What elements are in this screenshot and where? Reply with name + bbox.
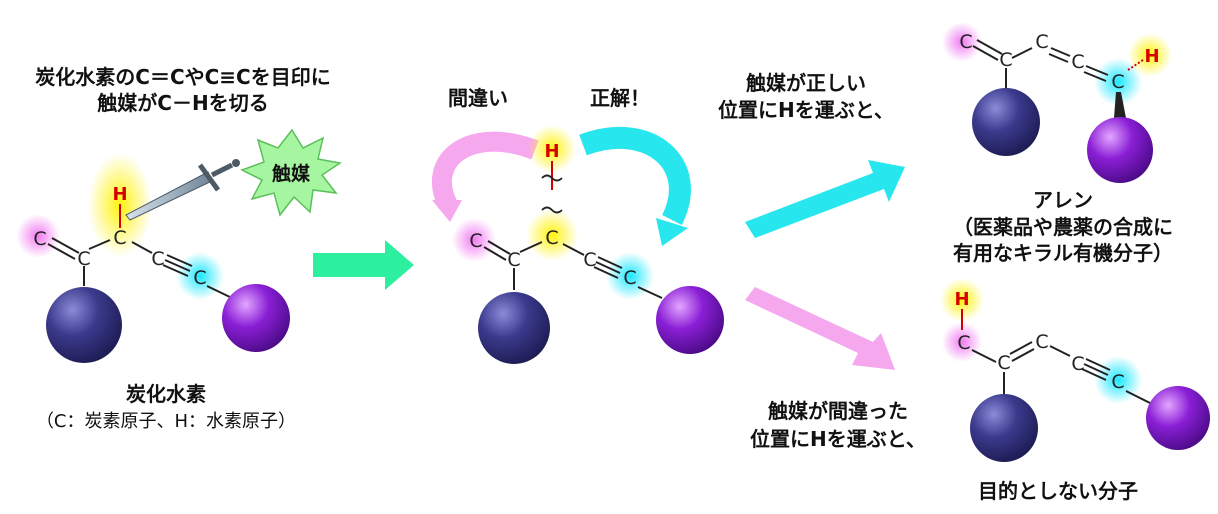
pink-highlight xyxy=(16,214,60,258)
carbon-atom: C xyxy=(545,227,558,249)
allene-molecule: C C C C C H xyxy=(942,22,1172,183)
carbon-atom: C xyxy=(507,249,520,271)
carbon-atom: C xyxy=(77,248,90,270)
correct-label: 正解！ xyxy=(590,86,650,110)
yellow-highlight xyxy=(940,278,984,322)
allene-title: アレン xyxy=(1033,188,1093,212)
purple-substituent-ball xyxy=(1087,117,1153,183)
carbon-atom: C xyxy=(959,31,972,53)
carbon-atom: C xyxy=(957,332,970,354)
purple-substituent-ball xyxy=(1146,386,1210,450)
carbon-atom: C xyxy=(469,230,482,252)
purple-substituent-ball xyxy=(222,284,290,352)
navy-substituent-ball xyxy=(46,287,122,363)
hydrogen-atom: H xyxy=(544,141,559,162)
carbon-atom: C xyxy=(1111,71,1124,93)
carbon-atom: C xyxy=(1035,31,1048,53)
allene-description-line2: 有用なキラル有機分子） xyxy=(953,241,1173,265)
left-caption-line1: 炭化水素のC＝CやC≡Cを目印に xyxy=(35,65,330,89)
left-molecule: C C C C C H xyxy=(16,153,290,363)
hydrogen-atom: H xyxy=(954,289,969,310)
hydrogen-atom: H xyxy=(1144,46,1159,67)
pink-highlight xyxy=(452,218,496,262)
panel-left: 炭化水素のC＝CやC≡Cを目印に 触媒がC－Hを切る C C C C C H xyxy=(16,65,342,432)
correct-outcome-line1: 触媒が正しい xyxy=(746,71,866,95)
allene-description-line1: （医薬品や農薬の合成に xyxy=(953,215,1173,239)
navy-substituent-ball xyxy=(970,394,1038,462)
wrong-label: 間違い xyxy=(448,86,508,110)
purple-substituent-ball xyxy=(656,286,724,354)
panel-middle: 間違い 正解！ H C C C C xyxy=(432,86,724,364)
wrong-outcome-line1: 触媒が間違った xyxy=(768,399,908,423)
unwanted-molecule-label: 目的としない分子 xyxy=(978,479,1138,503)
pink-highlight xyxy=(942,322,982,362)
correct-outcome-arrow xyxy=(745,160,905,238)
middle-molecule: H C C C C C xyxy=(452,125,724,364)
hydrocarbon-label: 炭化水素 xyxy=(126,382,206,406)
green-arrow xyxy=(313,240,414,290)
carbon-atom: C xyxy=(999,49,1012,71)
carbon-atom: C xyxy=(1071,51,1084,73)
atom-legend: （C：炭素原子、H：水素原子） xyxy=(36,411,296,432)
unwanted-molecule: H C C C C C xyxy=(940,278,1210,462)
correct-arrow-head xyxy=(656,218,688,246)
correct-path-arrow xyxy=(579,126,691,225)
correct-outcome-line2: 位置にHを運ぶと、 xyxy=(718,98,894,122)
sword-icon xyxy=(125,159,240,221)
carbon-atom: C xyxy=(151,248,164,270)
bond-break-mark xyxy=(541,206,563,214)
navy-substituent-ball xyxy=(478,292,550,364)
carbon-atom: C xyxy=(113,227,126,249)
wrong-outcome-line2: 位置にHを運ぶと、 xyxy=(750,427,926,451)
carbon-atom: C xyxy=(1035,331,1048,353)
yellow-highlight xyxy=(1128,33,1172,77)
yellow-highlight xyxy=(526,209,578,261)
yellow-highlight xyxy=(528,125,576,173)
wrong-path-arrow xyxy=(432,131,539,210)
bond-break-mark xyxy=(541,174,563,182)
carbon-atom: C xyxy=(623,267,636,289)
carbon-atom: C xyxy=(997,352,1010,374)
catalyst-burst-icon: 触媒 xyxy=(240,128,342,217)
carbon-atom: C xyxy=(33,228,46,250)
carbon-atom: C xyxy=(583,249,596,271)
wrong-outcome-arrow xyxy=(745,287,895,370)
carbon-atom: C xyxy=(193,267,206,289)
panel-right: 触媒が正しい 位置にHを運ぶと、 触媒が間違った 位置にHを運ぶと、 C C C… xyxy=(718,22,1210,503)
carbon-atom: C xyxy=(1071,353,1084,375)
navy-substituent-ball xyxy=(972,88,1040,156)
wrong-arrow-head xyxy=(432,200,462,222)
carbon-atom: C xyxy=(1111,371,1124,393)
left-caption-line2: 触媒がC－Hを切る xyxy=(97,91,268,115)
cyan-highlight xyxy=(1094,58,1142,106)
catalyst-label: 触媒 xyxy=(272,162,311,185)
pink-highlight xyxy=(942,22,982,62)
hydrogen-atom: H xyxy=(112,184,127,205)
